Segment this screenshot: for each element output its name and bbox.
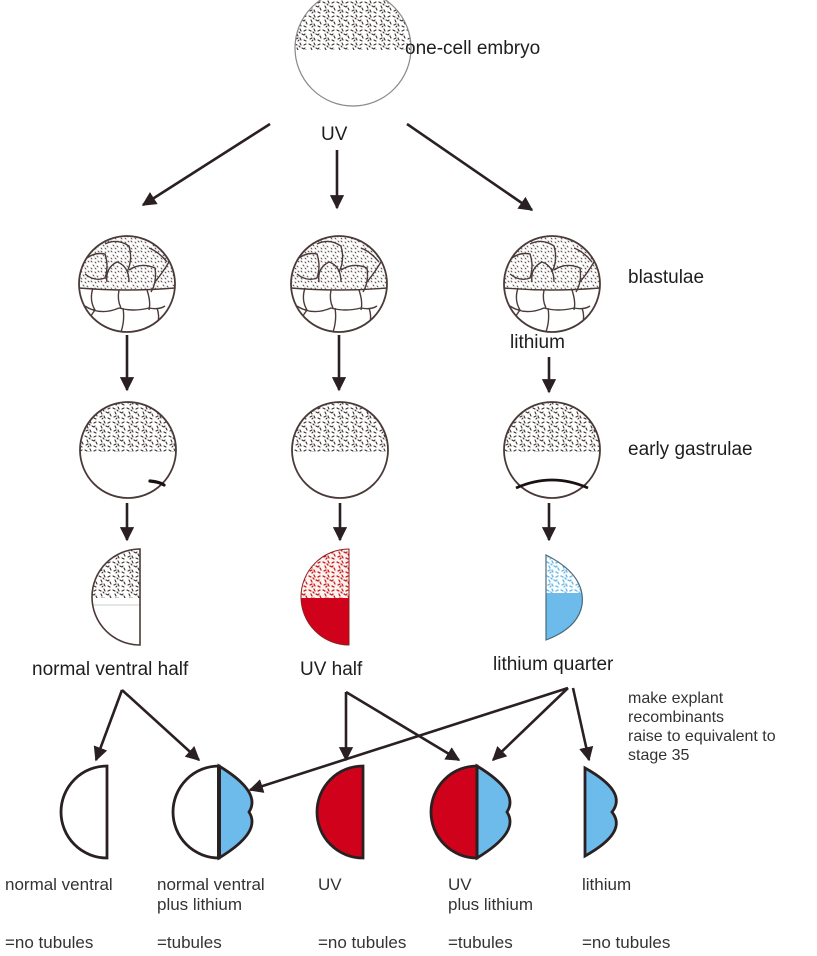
recombination-arrows [93, 686, 594, 793]
result-label-normal-plus-lithium-2: plus lithium [157, 895, 242, 914]
svg-text:stage 35: stage 35 [628, 747, 689, 764]
explant-lithium-quarter [545, 554, 583, 641]
early-gastrulae-label: early gastrulae [628, 439, 753, 460]
explant-uv-half [300, 548, 350, 646]
result-uv-plus-lithium [429, 763, 512, 861]
arrow-normal-to-normal-plus-lithium [121, 689, 201, 761]
one-cell-embryo-label: one-cell embryo [405, 38, 540, 59]
gastrula-normal [79, 401, 177, 499]
gastrula-lithium [503, 401, 601, 499]
explant-label-uv: UV half [300, 659, 363, 680]
lithium-treatment-label: lithium [510, 332, 565, 353]
result-uv [315, 764, 365, 860]
outcome-lithium: =no tubules [582, 933, 670, 952]
uv-treatment-label: UV [321, 124, 348, 145]
arrow-lithium-to-uv-plus-lithium [491, 687, 569, 761]
svg-text:raise to equivalent to: raise to equivalent to [628, 728, 776, 745]
one-cell-embryo [294, 0, 412, 107]
blastula-uv [290, 235, 388, 333]
blastula-lithium [503, 235, 601, 333]
arrow-lithium-to-normal-plus-lithium [248, 686, 569, 793]
blastula-normal [78, 235, 176, 333]
arrow-to-lithium-blastula [406, 122, 534, 212]
outcome-uv: =no tubules [318, 933, 406, 952]
instruction-text: make explant recombinants raise to equiv… [628, 690, 776, 764]
result-label-normal-ventral: normal ventral [5, 875, 113, 894]
arrow-uv-to-uv-plus-lithium [345, 690, 461, 762]
blastopore-lip [148, 479, 166, 487]
result-lithium [583, 765, 618, 859]
result-label-uv: UV [318, 875, 342, 894]
svg-text:make explant: make explant [628, 690, 724, 707]
arrow-to-normal-blastula [141, 122, 271, 207]
blastopore-ring [515, 478, 589, 490]
explant-normal-ventral-half [91, 548, 141, 646]
result-normal-ventral [59, 764, 109, 860]
outcome-normal-ventral: =no tubules [5, 933, 93, 952]
gastrula-uv [291, 401, 389, 499]
explant-label-lithium: lithium quarter [493, 654, 614, 675]
outcome-normal-plus-lithium: =tubules [157, 933, 222, 952]
outcome-uv-plus-lithium: =tubules [448, 933, 513, 952]
result-label-uv-plus-lithium-2: plus lithium [448, 895, 533, 914]
result-normal-plus-lithium [171, 763, 254, 861]
result-label-normal-plus-lithium-1: normal ventral [157, 875, 265, 894]
explant-label-normal: normal ventral half [32, 659, 189, 680]
arrow-lithium-to-lithium [571, 687, 594, 762]
blastulae-label: blastulae [628, 267, 704, 288]
arrow-normal-to-normal-ventral [93, 689, 124, 762]
svg-text:recombinants: recombinants [628, 709, 724, 726]
result-label-lithium: lithium [582, 875, 631, 894]
result-label-uv-plus-lithium-1: UV [448, 875, 472, 894]
